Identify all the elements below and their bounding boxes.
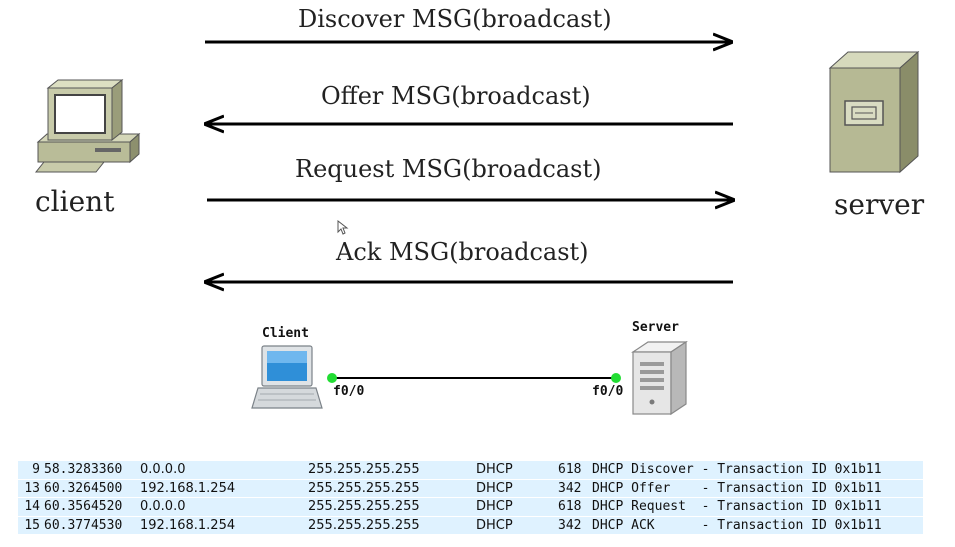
client-port-label: f0/0: [333, 384, 365, 399]
packet-row[interactable]: 9 58.3283360 0.0.0.0 255.255.255.255 DHCP 618…: [18, 461, 923, 480]
msg-label-request: Request MSG(broadcast): [295, 155, 602, 183]
packet-no: 9: [32, 462, 40, 477]
tower-server-icon: [828, 50, 920, 174]
packet-destination: 255.255.255.255: [308, 480, 420, 496]
server-port-label: f0/0: [592, 384, 624, 399]
packet-protocol: DHCP: [476, 462, 513, 477]
packet-info: DHCP Request - Transaction ID 0x1b11: [592, 499, 882, 514]
packet-destination: 255.255.255.255: [308, 499, 420, 514]
packet-source: 192.168.1.254: [140, 517, 236, 533]
sequence-diagram: [34, 0, 920, 300]
server-icon: [631, 340, 688, 416]
packet-no: 15: [24, 517, 40, 533]
packet-time: 60.3264500: [44, 480, 123, 496]
packet-destination: 255.255.255.255: [308, 462, 420, 477]
packet-length: 342: [558, 517, 582, 533]
packet-source: 0.0.0.0: [140, 462, 186, 477]
laptop-icon: [251, 345, 323, 409]
packet-source: 0.0.0.0: [140, 499, 186, 514]
packet-info: DHCP Offer - Transaction ID 0x1b11: [592, 480, 882, 496]
packet-time: 60.3564520: [44, 499, 123, 514]
packet-source: 192.168.1.254: [140, 480, 236, 496]
client-port-dot: [327, 373, 337, 383]
msg-label-offer: Offer MSG(broadcast): [321, 82, 591, 110]
packet-no: 13: [24, 480, 40, 496]
packet-time: 58.3283360: [44, 462, 123, 477]
packet-protocol: DHCP: [476, 499, 513, 514]
packet-info: DHCP ACK - Transaction ID 0x1b11: [592, 517, 882, 533]
packet-time: 60.3774530: [44, 517, 123, 533]
packet-length: 618: [558, 499, 582, 514]
msg-label-ack: Ack MSG(broadcast): [336, 238, 589, 266]
packet-protocol: DHCP: [476, 517, 513, 533]
topology-diagram: [251, 340, 688, 416]
topo-server-label: Server: [632, 320, 679, 335]
packet-length: 342: [558, 480, 582, 496]
packet-length: 618: [558, 462, 582, 477]
desktop-computer-icon: [34, 78, 141, 173]
packet-no: 14: [24, 499, 40, 514]
mouse-cursor-icon: [337, 220, 349, 235]
topo-client-label: Client: [262, 326, 309, 341]
msg-label-discover: Discover MSG(broadcast): [298, 5, 612, 33]
packet-destination: 255.255.255.255: [308, 517, 420, 533]
server-port-dot: [611, 373, 621, 383]
packet-info: DHCP Discover - Transaction ID 0x1b11: [592, 462, 882, 477]
client-label: client: [35, 185, 115, 218]
packet-row[interactable]: 14 60.3564520 0.0.0.0 255.255.255.255 DHCP 61…: [18, 498, 923, 517]
server-label: server: [834, 188, 925, 221]
packet-protocol: DHCP: [476, 480, 513, 496]
